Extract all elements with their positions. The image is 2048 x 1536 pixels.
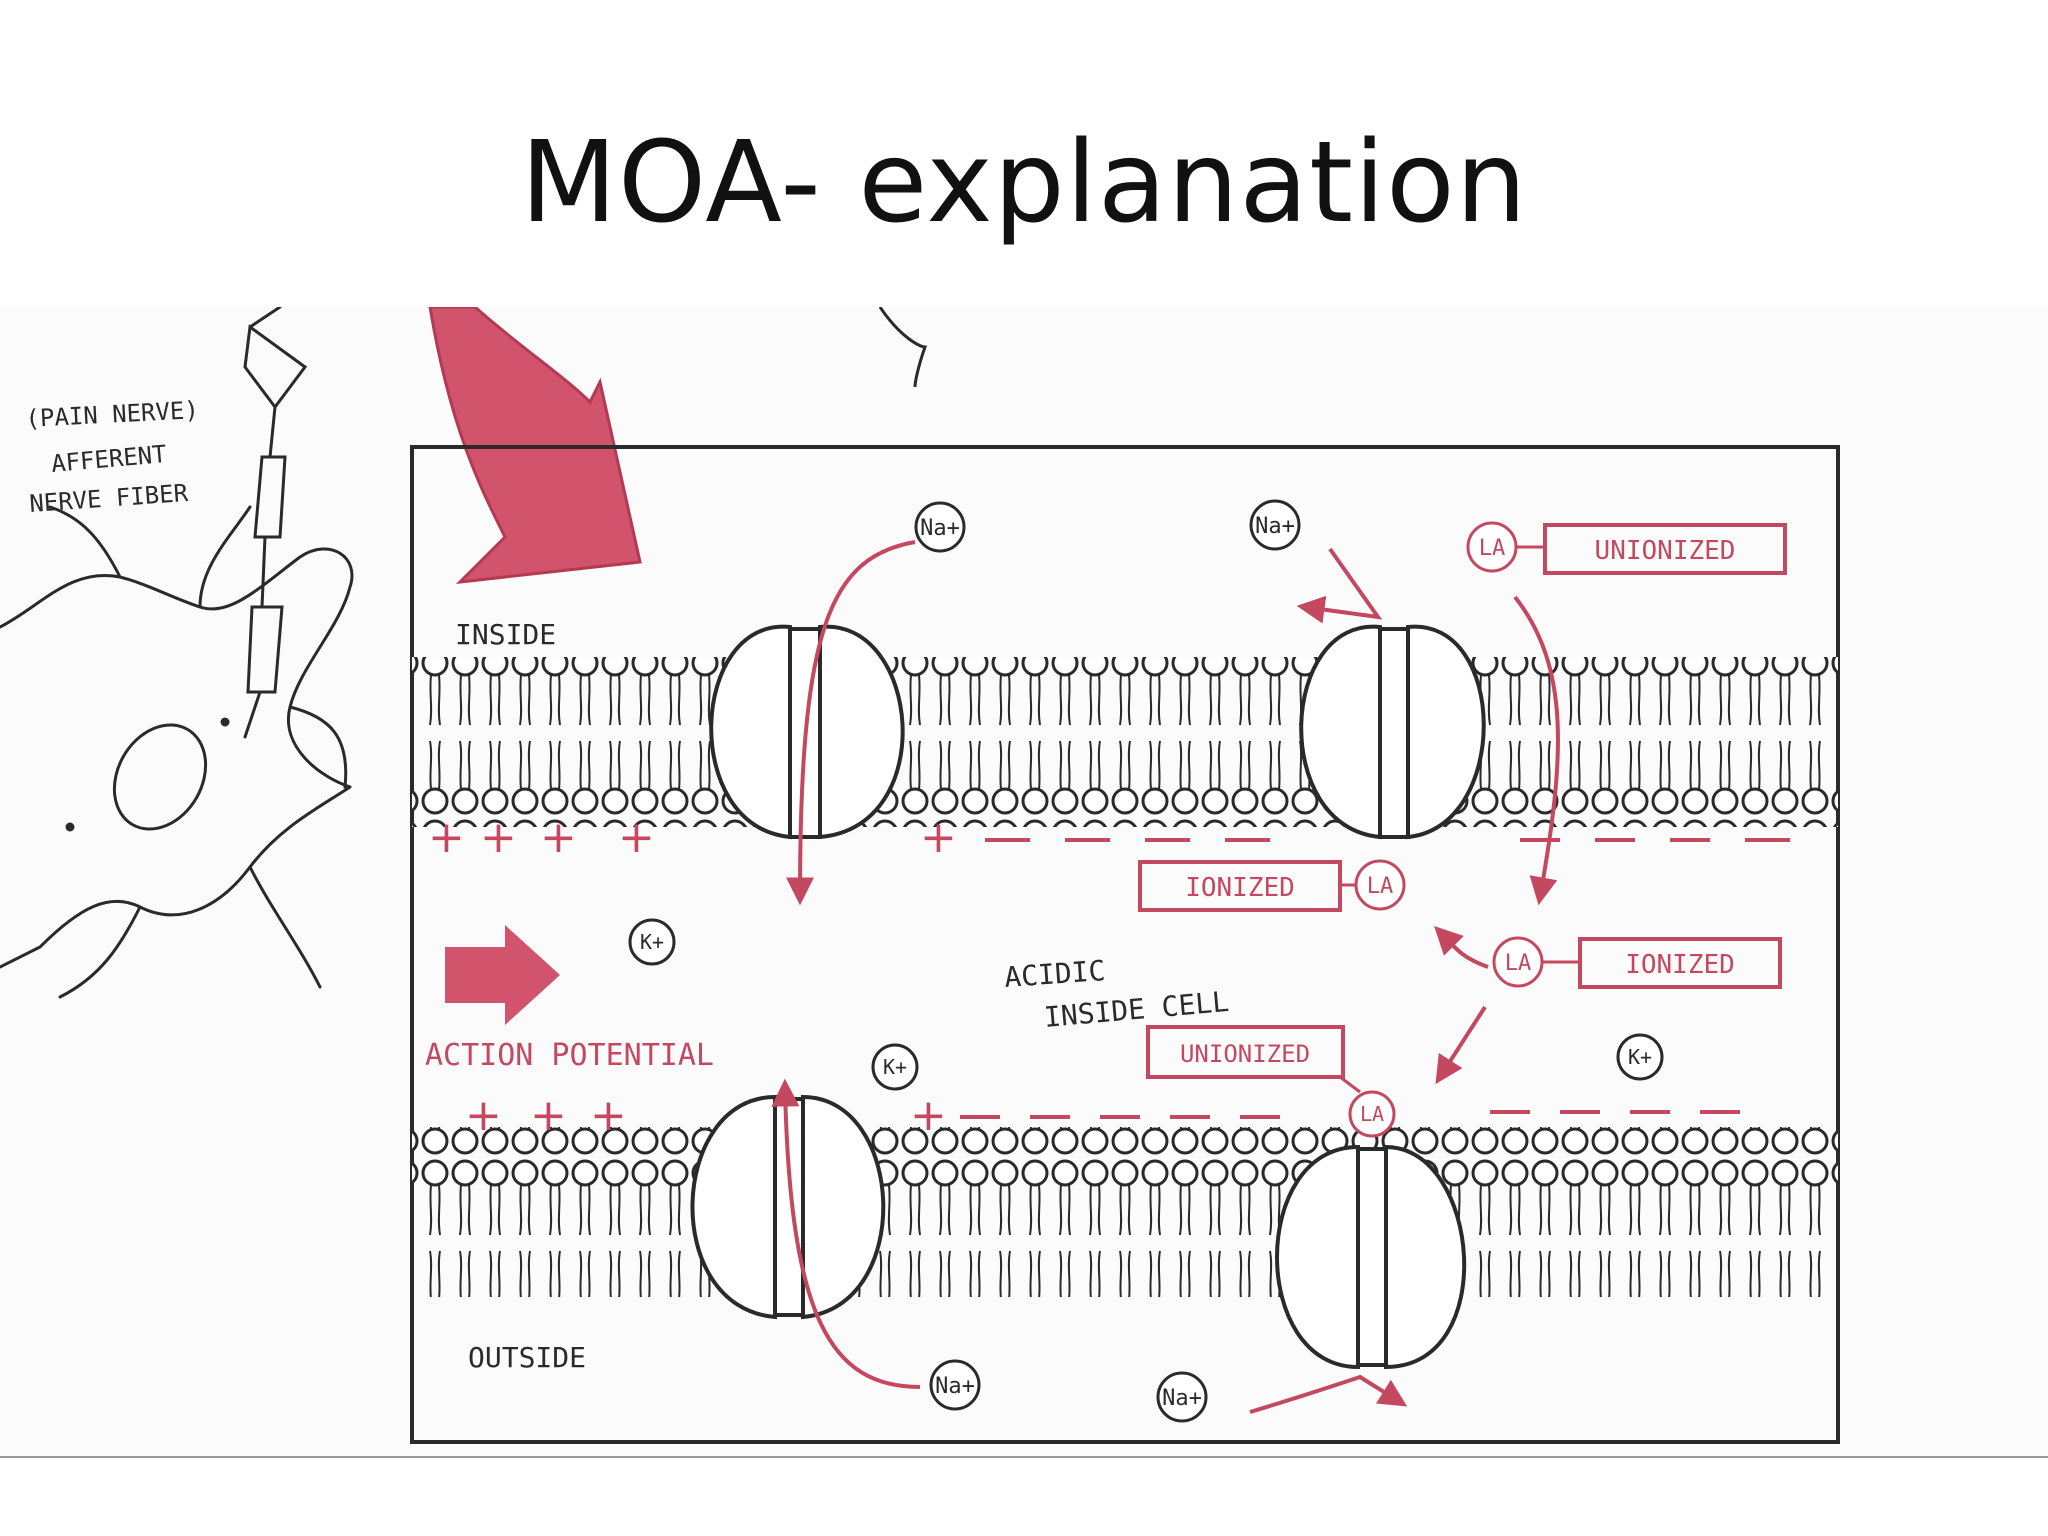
la-molecule: LA	[1466, 521, 1518, 573]
sodium-channel-icon	[690, 1094, 886, 1320]
action-potential-arrow	[445, 925, 560, 1025]
moa-diagram: (PAIN NERVE) AFFERENT NERVE FIBER INSIDE…	[0, 307, 1840, 1444]
diagram-board: (PAIN NERVE) AFFERENT NERVE FIBER INSIDE…	[0, 307, 2048, 1457]
lower-membrane	[412, 1127, 1838, 1297]
svg-text:+: +	[530, 1090, 567, 1141]
slide-title: MOA- explanation	[520, 118, 1528, 248]
la-state-unionized-lower: UNIONIZED	[1180, 1040, 1310, 1068]
svg-text:LA: LA	[1360, 1102, 1384, 1126]
sodium-ion: Na+	[1249, 499, 1301, 551]
la-molecule: LA	[1492, 936, 1544, 988]
la-state-ionized: IONIZED	[1185, 873, 1295, 903]
outside-label: OUTSIDE	[468, 1341, 586, 1374]
neuron-label-3: NERVE FIBER	[28, 479, 189, 518]
acidic-label-1: ACIDIC	[1003, 954, 1106, 994]
svg-text:K+: K+	[883, 1055, 907, 1079]
inside-label: INSIDE	[455, 618, 556, 651]
svg-text:+: +	[428, 812, 465, 863]
pink-arrow-icon	[428, 307, 642, 584]
potassium-ion: K+	[628, 918, 676, 966]
upper-membrane	[412, 657, 1838, 827]
svg-text:LA: LA	[1367, 874, 1394, 899]
svg-text:Na+: Na+	[935, 1374, 975, 1399]
neuron-label-2: AFFERENT	[50, 440, 168, 478]
svg-text:+: +	[540, 812, 577, 863]
slide-divider	[0, 1456, 2048, 1458]
svg-text:+: +	[590, 1090, 627, 1141]
sodium-ion: Na+	[929, 1359, 981, 1411]
action-potential-label: ACTION POTENTIAL	[425, 1038, 714, 1073]
svg-text:LA: LA	[1479, 536, 1506, 561]
la-state-box	[1543, 523, 1787, 575]
svg-text:Na+: Na+	[1255, 514, 1295, 539]
svg-text:+: +	[920, 812, 957, 863]
svg-text:K+: K+	[640, 930, 664, 954]
lower-minus-charges	[960, 1110, 1740, 1119]
svg-text:K+: K+	[1628, 1045, 1652, 1069]
upper-plus-charges: + + + + +	[428, 812, 957, 863]
sodium-channel-icon	[1275, 1144, 1467, 1370]
svg-text:Na+: Na+	[920, 516, 960, 541]
svg-text:Na+: Na+	[1162, 1386, 1202, 1411]
la-molecule: LA	[1354, 859, 1406, 911]
membrane-frame	[410, 445, 1840, 1444]
svg-text:+: +	[618, 812, 655, 863]
svg-text:+: +	[465, 1090, 502, 1141]
svg-text:LA: LA	[1505, 951, 1532, 976]
svg-text:+: +	[910, 1090, 947, 1141]
la-state-box	[1578, 937, 1782, 989]
sodium-channel-icon	[709, 624, 905, 840]
la-molecule: LA	[1348, 1090, 1396, 1138]
sodium-channel-icon	[1299, 624, 1486, 840]
la-state-ionized-right: IONIZED	[1625, 950, 1735, 980]
sodium-ion: Na+	[1156, 1371, 1208, 1423]
la-state-unionized: UNIONIZED	[1595, 536, 1736, 566]
sodium-ion: Na+	[914, 501, 966, 553]
neuron-label-1: (PAIN NERVE)	[25, 396, 200, 433]
lower-plus-charges: + + + +	[465, 1090, 947, 1141]
neuron-icon	[0, 307, 354, 999]
la-state-box	[1146, 1025, 1345, 1079]
svg-text:+: +	[480, 812, 517, 863]
potassium-ion: K+	[1616, 1033, 1664, 1081]
potassium-ion: K+	[871, 1043, 919, 1091]
